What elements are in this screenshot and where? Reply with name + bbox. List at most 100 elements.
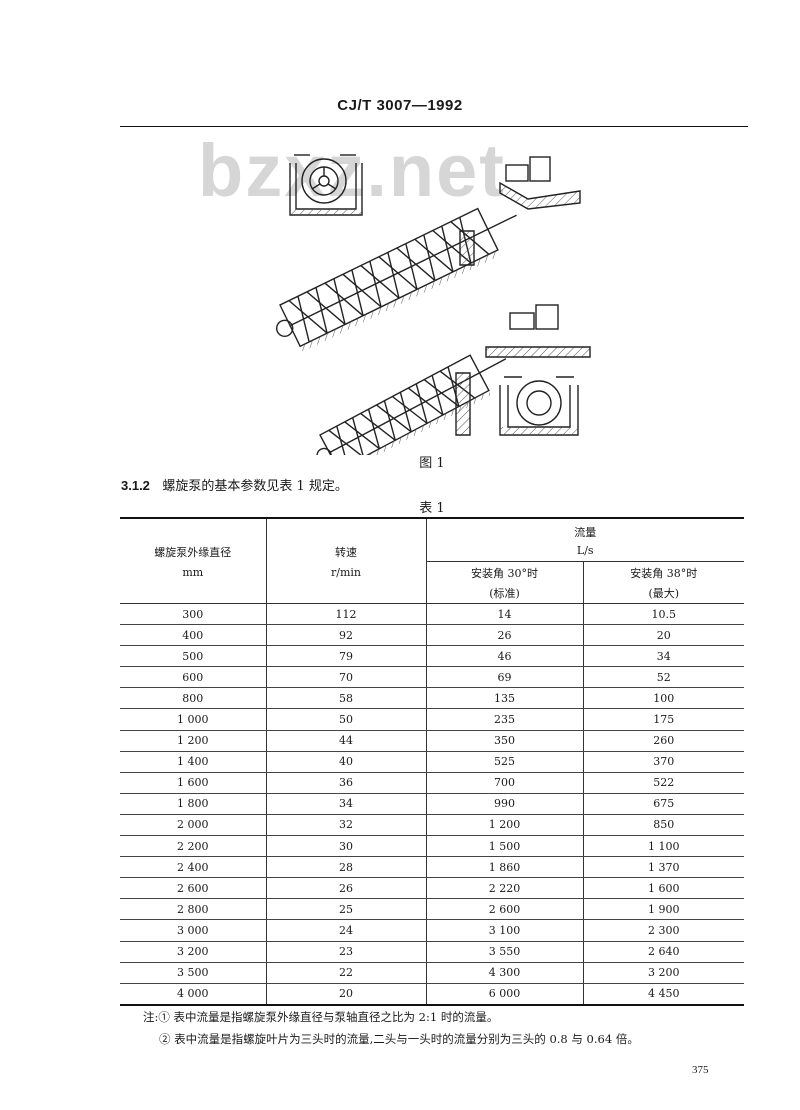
- cell-flow-30: 1 200: [425, 814, 583, 837]
- pump-parameter-table: 螺旋泵外缘直径 mm 转速 r/min 流量 L/s 安装角 30°时 (标准)…: [120, 517, 744, 1006]
- clause-text: 螺旋泵的基本参数见表 1 规定。: [162, 479, 348, 494]
- table-notes: 注:① 表中流量是指螺旋泵外缘直径与泵轴直径之比为 2:1 时的流量。 ② 表中…: [143, 1006, 639, 1050]
- page-number: 375: [692, 1064, 709, 1076]
- cell-flow-30: 46: [425, 645, 583, 668]
- cell-diameter: 3 000: [120, 919, 266, 942]
- cell-flow-38: 1 900: [582, 898, 744, 921]
- header-angle-38-label: 安装角 38°时: [630, 566, 698, 580]
- drive-upper: [499, 156, 581, 210]
- header-angle-38: 安装角 38°时 (最大): [582, 561, 744, 604]
- cell-diameter: 2 600: [120, 877, 266, 900]
- cell-flow-38: 2 640: [582, 941, 744, 963]
- cell-speed: 23: [265, 941, 426, 963]
- cell-speed: 36: [265, 772, 426, 794]
- cell-flow-30: 135: [425, 687, 583, 710]
- cell-flow-38: 52: [582, 666, 744, 689]
- figure-caption: 图 1: [419, 456, 445, 471]
- cell-flow-30: 14: [425, 603, 583, 626]
- watermark: bzxz.net: [198, 129, 506, 212]
- cell-diameter: 2 400: [120, 856, 266, 879]
- cell-flow-30: 700: [425, 772, 583, 794]
- cell-flow-38: 260: [582, 730, 744, 752]
- cell-flow-38: 675: [582, 793, 744, 815]
- cell-speed: 30: [265, 835, 426, 858]
- header-speed-unit: r/min: [331, 565, 361, 579]
- cell-diameter: 300: [120, 603, 266, 626]
- cell-speed: 112: [265, 603, 426, 626]
- cell-diameter: 1 800: [120, 793, 266, 815]
- cell-flow-30: 3 100: [425, 919, 583, 942]
- cell-flow-38: 370: [582, 751, 744, 773]
- cell-diameter: 800: [120, 687, 266, 710]
- cell-diameter: 1 400: [120, 751, 266, 773]
- screw-pump-installation-drawing: [275, 154, 591, 455]
- header-speed: 转速 r/min: [265, 517, 426, 604]
- header-flow: 流量 L/s: [425, 517, 744, 562]
- cell-diameter: 1 600: [120, 772, 266, 794]
- cell-flow-38: 2 300: [582, 919, 744, 942]
- cross-section-bottom-right: [499, 376, 579, 436]
- cell-diameter: 2 800: [120, 898, 266, 921]
- standard-code-header: CJ/T 3007—1992: [337, 97, 463, 114]
- cell-flow-38: 20: [582, 624, 744, 647]
- note-2: ② 表中流量是指螺旋叶片为三头时的流量,二头与一头时的流量分别为三头的 0.8 …: [159, 1032, 639, 1046]
- cell-flow-30: 69: [425, 666, 583, 689]
- cell-speed: 92: [265, 624, 426, 647]
- header-flow-unit: L/s: [576, 543, 594, 557]
- cell-speed: 24: [265, 919, 426, 942]
- cell-flow-38: 1 100: [582, 835, 744, 858]
- cell-flow-30: 26: [425, 624, 583, 647]
- cell-diameter: 1 000: [120, 708, 266, 731]
- header-speed-label: 转速: [335, 545, 357, 559]
- cell-speed: 28: [265, 856, 426, 879]
- cell-flow-38: 34: [582, 645, 744, 668]
- cell-speed: 32: [265, 814, 426, 837]
- table-caption: 表 1: [419, 501, 445, 516]
- header-angle-38-note: (最大): [648, 586, 680, 600]
- cell-flow-30: 1 860: [425, 856, 583, 879]
- cell-diameter: 3 500: [120, 962, 266, 984]
- header-rule: [120, 126, 748, 127]
- header-diameter-label: 螺旋泵外缘直径: [154, 545, 232, 559]
- cell-flow-38: 1 600: [582, 877, 744, 900]
- clause-paragraph: 3.1.2 螺旋泵的基本参数见表 1 规定。: [121, 475, 348, 494]
- header-diameter: 螺旋泵外缘直径 mm: [120, 517, 266, 604]
- header-angle-30-note: (标准): [489, 586, 520, 600]
- drive-lower: [485, 304, 591, 358]
- cell-flow-30: 2 220: [425, 877, 583, 900]
- cell-flow-30: 990: [425, 793, 583, 815]
- cell-speed: 44: [265, 730, 426, 752]
- cell-flow-38: 4 450: [582, 983, 744, 1006]
- cell-speed: 50: [265, 708, 426, 731]
- cell-flow-30: 6 000: [425, 983, 583, 1006]
- screw-lower: [316, 354, 507, 455]
- cell-diameter: 3 200: [120, 941, 266, 963]
- note-1: 注:① 表中流量是指螺旋泵外缘直径与泵轴直径之比为 2:1 时的流量。: [143, 1010, 499, 1024]
- cell-speed: 20: [265, 983, 426, 1006]
- cell-diameter: 2 000: [120, 814, 266, 837]
- cell-speed: 58: [265, 687, 426, 710]
- cell-flow-38: 10.5: [582, 603, 744, 626]
- cell-speed: 22: [265, 962, 426, 984]
- cell-flow-38: 175: [582, 708, 744, 731]
- cell-speed: 26: [265, 877, 426, 900]
- cell-diameter: 2 200: [120, 835, 266, 858]
- cell-flow-38: 3 200: [582, 962, 744, 984]
- cell-flow-30: 235: [425, 708, 583, 731]
- cell-speed: 34: [265, 793, 426, 815]
- header-flow-label: 流量: [574, 525, 597, 539]
- cell-diameter: 1 200: [120, 730, 266, 752]
- cell-flow-38: 850: [582, 814, 744, 837]
